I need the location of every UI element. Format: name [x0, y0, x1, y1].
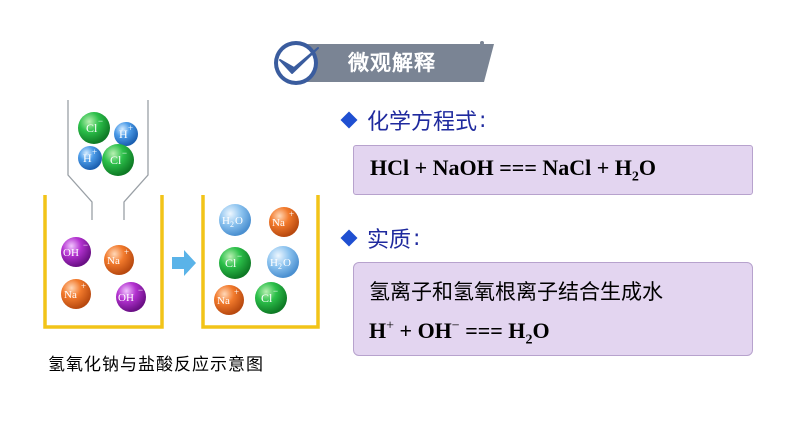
dropper-ion-h: H +: [114, 122, 138, 146]
svg-text:Na: Na: [217, 295, 230, 307]
svg-text:O: O: [235, 215, 243, 227]
svg-text:OH: OH: [63, 247, 79, 259]
svg-text:2: 2: [230, 220, 234, 229]
svg-text:H: H: [222, 215, 230, 227]
svg-text:−: −: [122, 148, 127, 158]
beaker2-ion-cl: Cl −: [219, 247, 251, 279]
beaker-left: [43, 195, 164, 329]
diamond-bullet-icon: [340, 229, 358, 247]
beaker1-ion-na: Na +: [61, 279, 91, 309]
svg-text:−: −: [273, 286, 278, 296]
svg-text:+: +: [289, 209, 294, 219]
beaker2-ion-na: Na +: [269, 207, 299, 237]
equation-main: HCl + NaOH === NaCl + H: [370, 155, 632, 180]
beaker2-molecule-h2o: H 2 O: [219, 204, 251, 236]
beaker1-ion-oh: OH −: [61, 237, 91, 267]
essence-colon: :: [413, 225, 421, 251]
beaker-right: [201, 195, 320, 329]
section-banner: [274, 41, 494, 85]
essence-label: 实质: [367, 228, 412, 253]
svg-text:+: +: [128, 123, 133, 133]
beaker1-ion-oh: OH −: [116, 282, 146, 312]
essence-description: 氢离子和氢氧根离子结合生成水: [369, 280, 663, 304]
chemical-equation: HCl + NaOH === NaCl + H2O: [370, 155, 656, 185]
ion-oh: + OH: [394, 318, 452, 343]
equation-subscript: 2: [631, 169, 639, 185]
equation-colon: :: [479, 107, 487, 133]
svg-text:Na: Na: [272, 217, 285, 229]
right-arrow-icon: [172, 250, 196, 276]
ion-h-charge: +: [386, 318, 395, 334]
ion-h: H: [369, 318, 387, 343]
svg-text:H: H: [270, 257, 278, 269]
ionic-equation: H+ + OH− === H2O: [369, 318, 550, 348]
beaker2-ion-cl: Cl −: [255, 282, 287, 314]
svg-text:Na: Na: [107, 255, 120, 267]
beaker2-ion-na: Na +: [214, 285, 244, 315]
ionic-subscript: 2: [525, 332, 533, 348]
essence-heading: 实质 :: [340, 222, 421, 254]
banner-title: 微观解释: [348, 51, 436, 75]
svg-text:−: −: [83, 240, 88, 250]
equation-tail: O: [638, 155, 657, 180]
dropper-ion-cl: Cl −: [102, 144, 134, 176]
diagram-caption: 氢氧化钠与盐酸反应示意图: [48, 355, 264, 375]
svg-text:−: −: [138, 285, 143, 295]
svg-text:Cl: Cl: [261, 291, 273, 305]
reaction-diagram: Cl − H + H + Cl − OH − Na + Na + OH −: [43, 100, 320, 329]
svg-text:2: 2: [278, 262, 282, 271]
svg-text:H: H: [119, 127, 128, 141]
svg-text:−: −: [237, 251, 242, 261]
ion-oh-charge: −: [451, 318, 460, 334]
essence-box: [353, 262, 753, 356]
svg-text:OH: OH: [118, 292, 134, 304]
equation-box: [353, 145, 753, 195]
diamond-bullet-icon: [340, 111, 358, 129]
svg-text:+: +: [234, 287, 239, 297]
svg-text:Na: Na: [64, 289, 77, 301]
equation-heading: 化学方程式 :: [340, 104, 487, 136]
svg-text:Cl: Cl: [86, 121, 98, 135]
ionic-product: === H: [459, 318, 526, 343]
svg-text:−: −: [98, 116, 103, 126]
dropper-ion-cl: Cl −: [78, 112, 110, 144]
svg-text:Cl: Cl: [110, 153, 122, 167]
dropper-outline: [67, 100, 149, 220]
svg-text:Cl: Cl: [225, 256, 237, 270]
svg-text:+: +: [124, 247, 129, 257]
svg-text:O: O: [283, 257, 291, 269]
checkmark-icon: [279, 47, 319, 74]
beaker2-molecule-h2o: H 2 O: [267, 246, 299, 278]
beaker1-ion-na: Na +: [104, 245, 134, 275]
dropper-ion-h: H +: [78, 146, 102, 170]
equation-label: 化学方程式: [367, 110, 478, 135]
svg-text:H: H: [83, 151, 92, 165]
svg-text:+: +: [81, 281, 86, 291]
ionic-tail: O: [532, 318, 550, 343]
svg-text:+: +: [92, 147, 97, 157]
